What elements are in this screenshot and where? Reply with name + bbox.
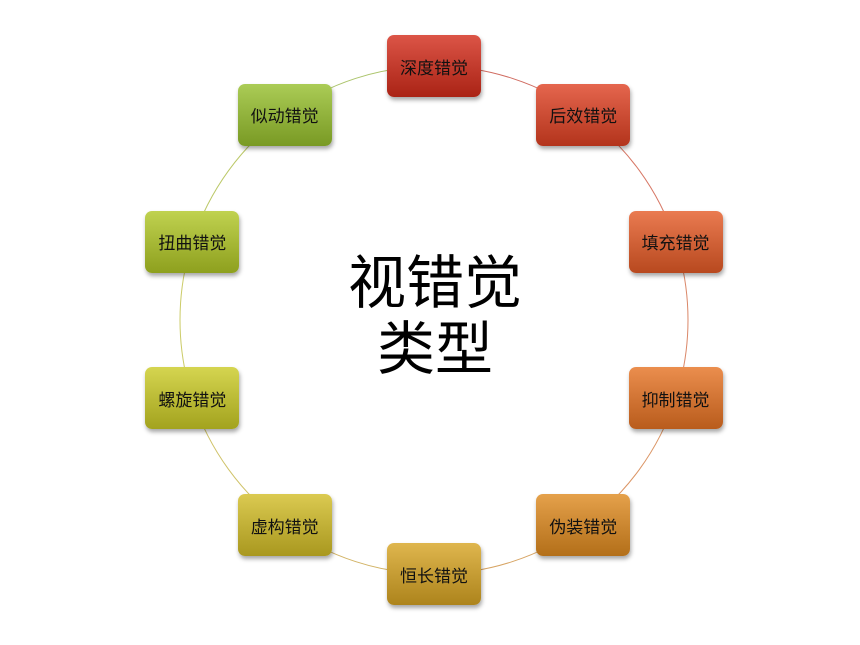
node-label: 后效错觉 <box>549 107 618 127</box>
node-label: 恒长错觉 <box>400 566 468 587</box>
center-title-line2: 类型 <box>376 315 493 383</box>
node-label: 伪装错觉 <box>549 517 618 538</box>
node-6[interactable]: 恒长错觉 <box>387 543 481 605</box>
node-1[interactable]: 深度错觉 <box>387 35 481 97</box>
node-7[interactable]: 虚构错觉 <box>237 494 332 557</box>
node-label: 螺旋错觉 <box>158 390 227 411</box>
node-3[interactable]: 填充错觉 <box>628 210 723 273</box>
node-label: 填充错觉 <box>641 234 710 254</box>
center-title-line1: 视错觉 <box>347 249 522 317</box>
node-5[interactable]: 伪装错觉 <box>536 494 631 557</box>
node-10[interactable]: 似动错觉 <box>237 83 332 146</box>
node-8[interactable]: 螺旋错觉 <box>145 367 240 430</box>
node-label: 深度错觉 <box>400 58 468 79</box>
node-2[interactable]: 后效错觉 <box>536 83 631 146</box>
node-4[interactable]: 抑制错觉 <box>628 367 723 430</box>
node-label: 扭曲错觉 <box>158 234 227 254</box>
node-label: 似动错觉 <box>250 107 319 127</box>
node-label: 抑制错觉 <box>641 390 710 411</box>
node-9[interactable]: 扭曲错觉 <box>145 210 240 273</box>
center-title: 视错觉 类型 <box>300 250 570 382</box>
node-label: 虚构错觉 <box>250 517 319 538</box>
